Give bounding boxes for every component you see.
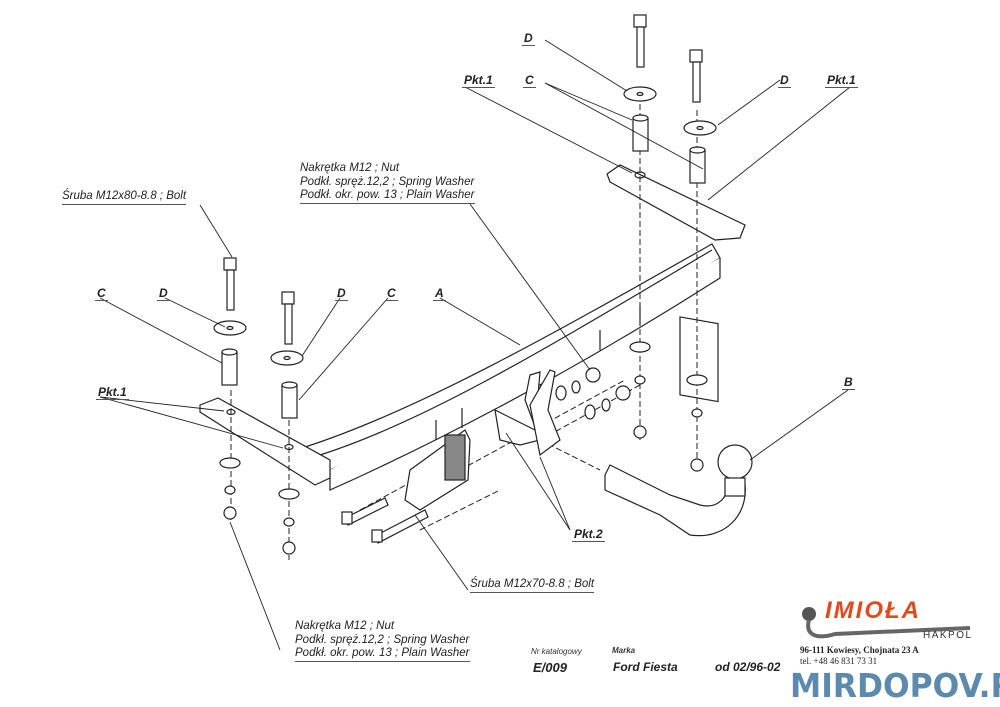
left-bracket	[199, 397, 331, 486]
imiola-logo: IMIOŁA HAKPOL	[795, 597, 975, 644]
note-line: Podkł. spręż.12,2 ; Spring Washer	[295, 633, 470, 646]
bolts	[223, 14, 703, 544]
make-label: Marka	[612, 646, 636, 655]
company-phone: tel. +48 46 831 73 31	[800, 656, 878, 666]
label-d-left: D	[157, 286, 170, 301]
label-pkt2: Pkt.2	[572, 527, 605, 542]
note-bolt-70: Śruba M12x70-8.8 ; Bolt	[470, 578, 595, 593]
label-d-top-left: D	[522, 31, 535, 46]
mounting-brackets	[494, 369, 561, 457]
watermark: MIRDOPOV.RU	[790, 666, 1000, 705]
note-line: Podkł. spręż.12,2 ; Spring Washer	[300, 175, 475, 188]
catalog-number: E/009	[533, 660, 567, 675]
electric-socket-plate	[404, 429, 471, 511]
label-c-top: C	[523, 73, 536, 88]
washers-and-spacers	[213, 86, 717, 555]
note-line: Podkł. okr. pow. 13 ; Plain Washer	[295, 647, 470, 659]
label-c-left: C	[95, 286, 108, 301]
label-pkt1-top-left: Pkt.1	[462, 73, 495, 88]
note-line: Podkł. okr. pow. 13 ; Plain Washer	[300, 189, 475, 201]
note-line: Nakrętka M12 ; Nut	[295, 620, 395, 632]
leader-lines	[99, 39, 851, 651]
label-d-top-right: D	[778, 73, 791, 88]
note-line: Nakrętka M12 ; Nut	[300, 162, 400, 174]
logo-text: IMIOŁA	[825, 597, 921, 624]
label-pkt1-top-right: Pkt.1	[825, 73, 858, 88]
label-pkt1-left: Pkt.1	[96, 385, 129, 400]
label-c-mid: C	[385, 286, 398, 301]
date-range: od 02/96-02	[715, 660, 781, 674]
company-address: 96-111 Kowiesy, Chojnata 23 A	[800, 645, 919, 655]
tow-ball-hook	[604, 444, 753, 537]
note-top-nut: Nakrętka M12 ; Nut Podkł. spręż.12,2 ; S…	[300, 162, 475, 204]
label-a: A	[433, 286, 446, 301]
make: Ford Fiesta	[613, 660, 678, 674]
catalog-label: Nr katalogowy	[531, 647, 582, 656]
note-bolt-80: Śruba M12x80-8.8 ; Bolt	[62, 190, 187, 205]
logo-sub: HAKPOL	[923, 630, 973, 641]
hook-swoosh-icon	[802, 607, 971, 639]
crossbar	[303, 243, 721, 491]
note-bottom-nut: Nakrętka M12 ; Nut Podkł. spręż.12,2 ; S…	[295, 620, 470, 662]
label-d-mid: D	[335, 286, 348, 301]
label-b: B	[842, 375, 855, 390]
